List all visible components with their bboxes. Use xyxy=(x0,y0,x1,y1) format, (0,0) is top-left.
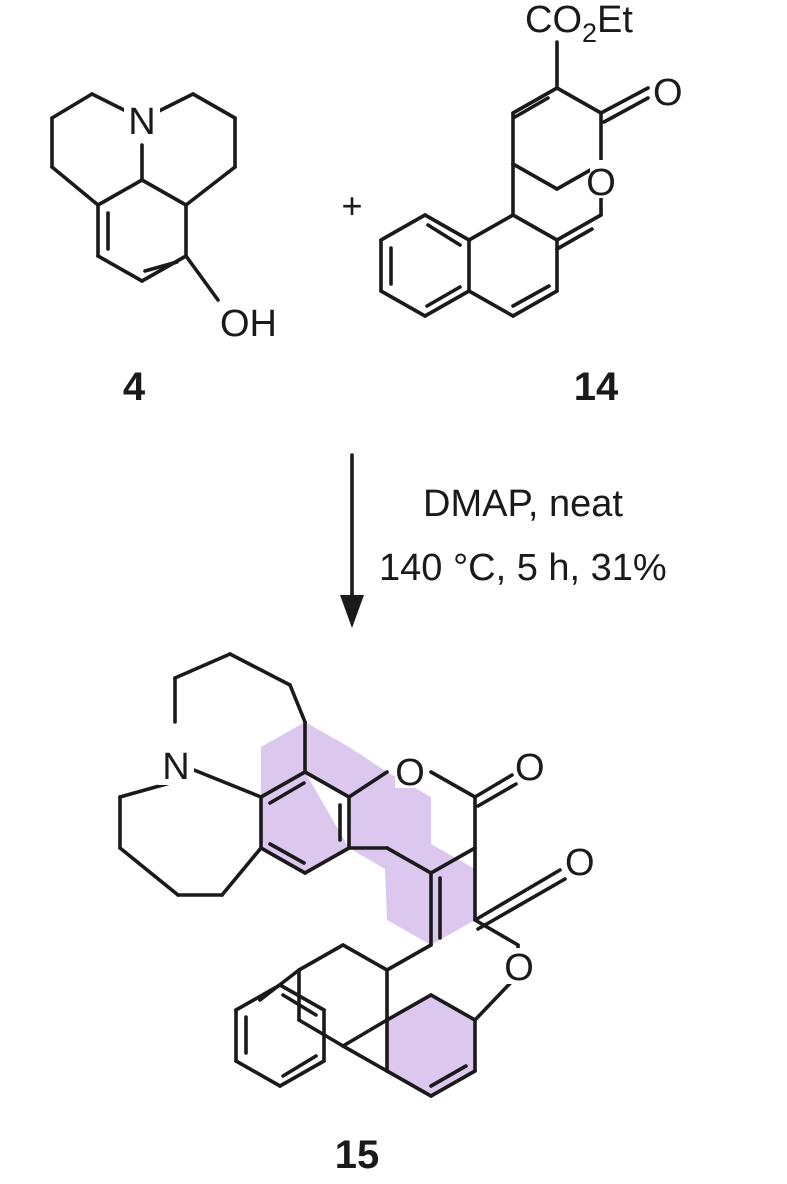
compound-15-structure xyxy=(118,652,567,1098)
plus-operator: + xyxy=(341,185,362,226)
compound-15-nitrogen-label: N xyxy=(162,746,189,788)
compound-4-nitrogen-label: N xyxy=(128,101,155,143)
conditions-line-2: 140 °C, 5 h, 31% xyxy=(379,547,667,589)
compound-14-ester-label: CO2Et xyxy=(525,0,633,48)
compound-15-carbonyl-oxygen-top: O xyxy=(515,747,545,789)
compound-4-number: 4 xyxy=(123,365,146,409)
compound-4-structure xyxy=(50,92,237,302)
compound-15-number: 15 xyxy=(335,1133,380,1177)
compound-15-carbonyl-oxygen-mid: O xyxy=(565,842,595,884)
conditions-line-1: DMAP, neat xyxy=(423,483,623,525)
compound-14-structure xyxy=(379,40,650,318)
compound-14-carbonyl-oxygen: O xyxy=(653,72,683,114)
reaction-arrow-head xyxy=(340,595,364,628)
compound-15-ring-oxygen-bottom: O xyxy=(504,947,534,989)
product-highlight-region xyxy=(261,722,475,945)
compound-14-number: 14 xyxy=(574,365,619,409)
compound-14-ring-oxygen: O xyxy=(586,162,616,204)
compound-4-hydroxyl-label: OH xyxy=(220,303,277,345)
product-highlight-lower xyxy=(387,945,475,1096)
compound-15-ring-oxygen-top: O xyxy=(395,752,425,794)
